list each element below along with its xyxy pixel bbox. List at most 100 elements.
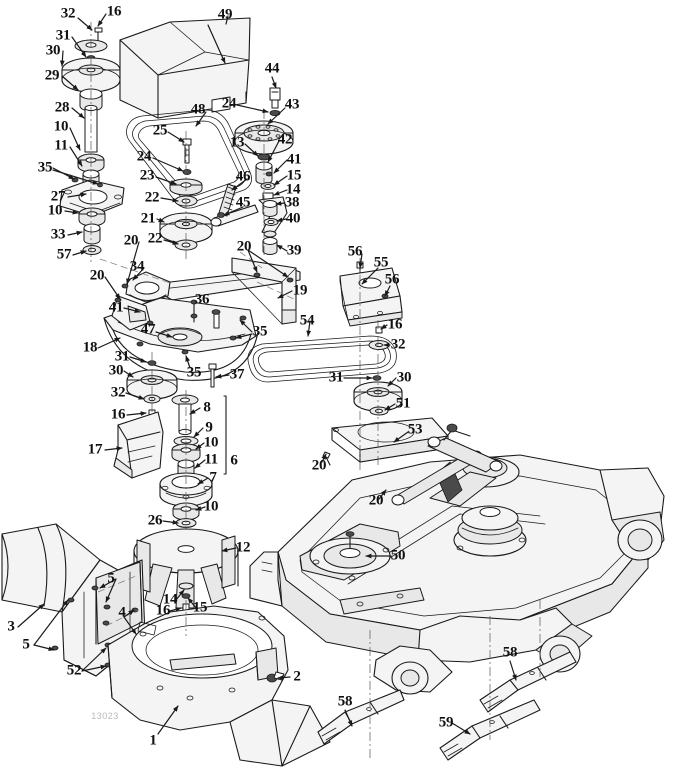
callout-number: 6 — [230, 452, 238, 469]
callout-number: 8 — [203, 399, 211, 416]
callout-number: 31 — [328, 369, 344, 386]
callout-number: 43 — [284, 96, 300, 113]
callout-number: 25 — [152, 122, 168, 139]
callout-number: 27 — [50, 188, 66, 205]
callout-number: 32 — [390, 336, 406, 353]
callout-number: 45 — [235, 194, 251, 211]
callout-number: 42 — [277, 131, 293, 148]
callout-number: 16 — [155, 602, 171, 619]
callout-number: 13 — [229, 134, 245, 151]
callout-number: 38 — [284, 194, 300, 211]
idler-pulley-assembly — [210, 87, 294, 258]
callout-number: 15 — [286, 167, 302, 184]
callout-number: 41 — [108, 299, 124, 316]
callout-number: 12 — [235, 539, 251, 556]
impeller-12 — [133, 528, 239, 625]
callout-number: 16 — [110, 406, 126, 423]
callout-number: 7 — [209, 469, 217, 486]
callout-number: 51 — [395, 395, 411, 412]
callout-number: 10 — [47, 202, 63, 219]
callout-number: 50 — [390, 547, 406, 564]
callout-number: 58 — [337, 693, 353, 710]
callout-number: 48 — [190, 101, 206, 118]
callout-number: 56 — [384, 271, 400, 288]
callout-number: 16 — [106, 3, 122, 20]
callout-number: 52 — [66, 662, 82, 679]
callout-number: 26 — [147, 512, 163, 529]
callout-number: 9 — [205, 419, 213, 436]
callout-number: 18 — [82, 339, 98, 356]
callout-number: 37 — [229, 366, 245, 383]
callout-number: 32 — [110, 384, 126, 401]
callout-number: 32 — [60, 5, 76, 22]
callout-number: 5 — [22, 636, 30, 653]
callout-number: 41 — [286, 151, 302, 168]
callout-number: 20 — [236, 238, 252, 255]
callout-number: 53 — [407, 421, 423, 438]
callout-number: 20 — [311, 457, 327, 474]
callout-number: 15 — [192, 599, 208, 616]
callout-number: 21 — [140, 210, 156, 227]
belt-54 — [247, 335, 397, 383]
callout-number: 57 — [56, 246, 72, 263]
callout-number: 59 — [438, 714, 454, 731]
callout-number: 22 — [147, 230, 163, 247]
callout-number: 35 — [252, 323, 268, 340]
callout-number: 39 — [286, 242, 302, 259]
callout-number: 30 — [108, 362, 124, 379]
callout-number: 4 — [118, 604, 126, 621]
callout-number: 20 — [89, 267, 105, 284]
callout-number: 11 — [204, 451, 218, 468]
blades-group — [317, 600, 577, 761]
callout-number: 19 — [292, 282, 308, 299]
callout-number: 30 — [396, 369, 412, 386]
callout-number: 16 — [387, 316, 403, 333]
callout-number: 33 — [50, 226, 66, 243]
callout-number: 17 — [87, 441, 103, 458]
callout-number: 31 — [114, 348, 130, 365]
mid-frame-assembly — [99, 251, 301, 388]
callout-number: 10 — [53, 118, 69, 135]
callout-number: 30 — [45, 42, 61, 59]
bracket-17 — [113, 411, 164, 479]
blower-housing-1 — [107, 600, 331, 767]
callout-number: 22 — [144, 189, 160, 206]
callout-number: 58 — [502, 644, 518, 661]
callout-number: 34 — [129, 258, 145, 275]
callout-number: 49 — [217, 6, 233, 23]
callout-number: 46 — [235, 168, 251, 185]
callout-number: 35 — [186, 364, 202, 381]
callout-number: 3 — [7, 618, 15, 635]
callout-number: 54 — [299, 312, 315, 329]
center-pulley-stack — [159, 131, 213, 262]
mower-deck-50 — [249, 423, 665, 695]
callout-number: 56 — [347, 243, 363, 260]
callout-number: 24 — [221, 95, 237, 112]
callout-number: 24 — [136, 148, 152, 165]
callout-number: 31 — [55, 27, 71, 44]
callout-number: 11 — [54, 137, 68, 154]
callout-number: 14 — [162, 591, 178, 608]
left-upper-spindle-stack — [59, 22, 125, 262]
callout-number: 40 — [285, 210, 301, 227]
callout-number: 44 — [264, 60, 280, 77]
callout-number: 14 — [285, 181, 301, 198]
callout-number: 36 — [194, 291, 210, 308]
callout-number: 29 — [44, 67, 60, 84]
callout-number: 23 — [139, 167, 155, 184]
callout-number: 20 — [368, 492, 384, 509]
left-lower-pulley — [126, 352, 178, 424]
callout-number: 2 — [293, 668, 301, 685]
callout-number: 5 — [107, 570, 115, 587]
callout-number: 28 — [54, 99, 70, 116]
callout-number: 55 — [373, 254, 389, 271]
callout-number: 1 — [149, 732, 157, 749]
cover-panel-49 — [119, 17, 251, 119]
callout-number: 47 — [140, 321, 156, 338]
callout-number: 35 — [37, 159, 53, 176]
callout-number: 20 — [123, 232, 139, 249]
callout-number: 10 — [203, 498, 219, 515]
callout-number: 10 — [203, 434, 219, 451]
